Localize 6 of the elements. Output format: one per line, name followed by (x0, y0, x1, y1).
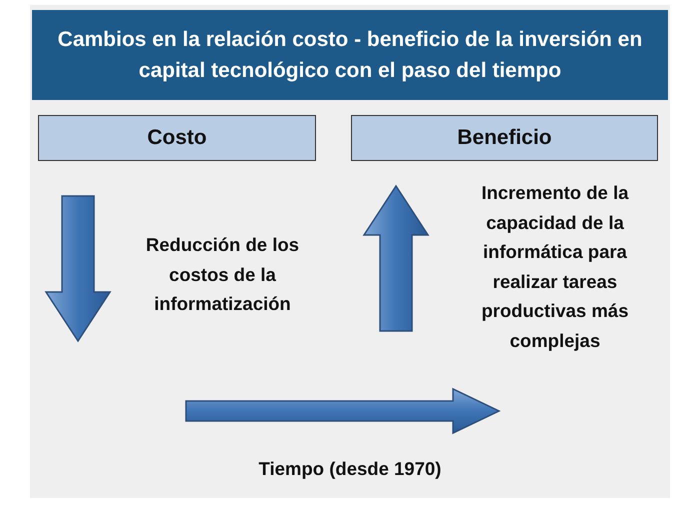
header-box: Costo (38, 115, 316, 161)
caption-text: Incremento de la capacidad de la informática para realizar tareas productivas más complejas (480, 181, 630, 353)
header-box: Beneficio (351, 115, 658, 161)
caption-text: Tiempo (desde 1970) (258, 457, 442, 481)
caption-text: Reducción de los costos de la informatización (144, 233, 300, 316)
title-banner: Cambios en la relación costo - beneficio de la inversión en capital tecnológico con el paso del tiempo (32, 10, 668, 100)
